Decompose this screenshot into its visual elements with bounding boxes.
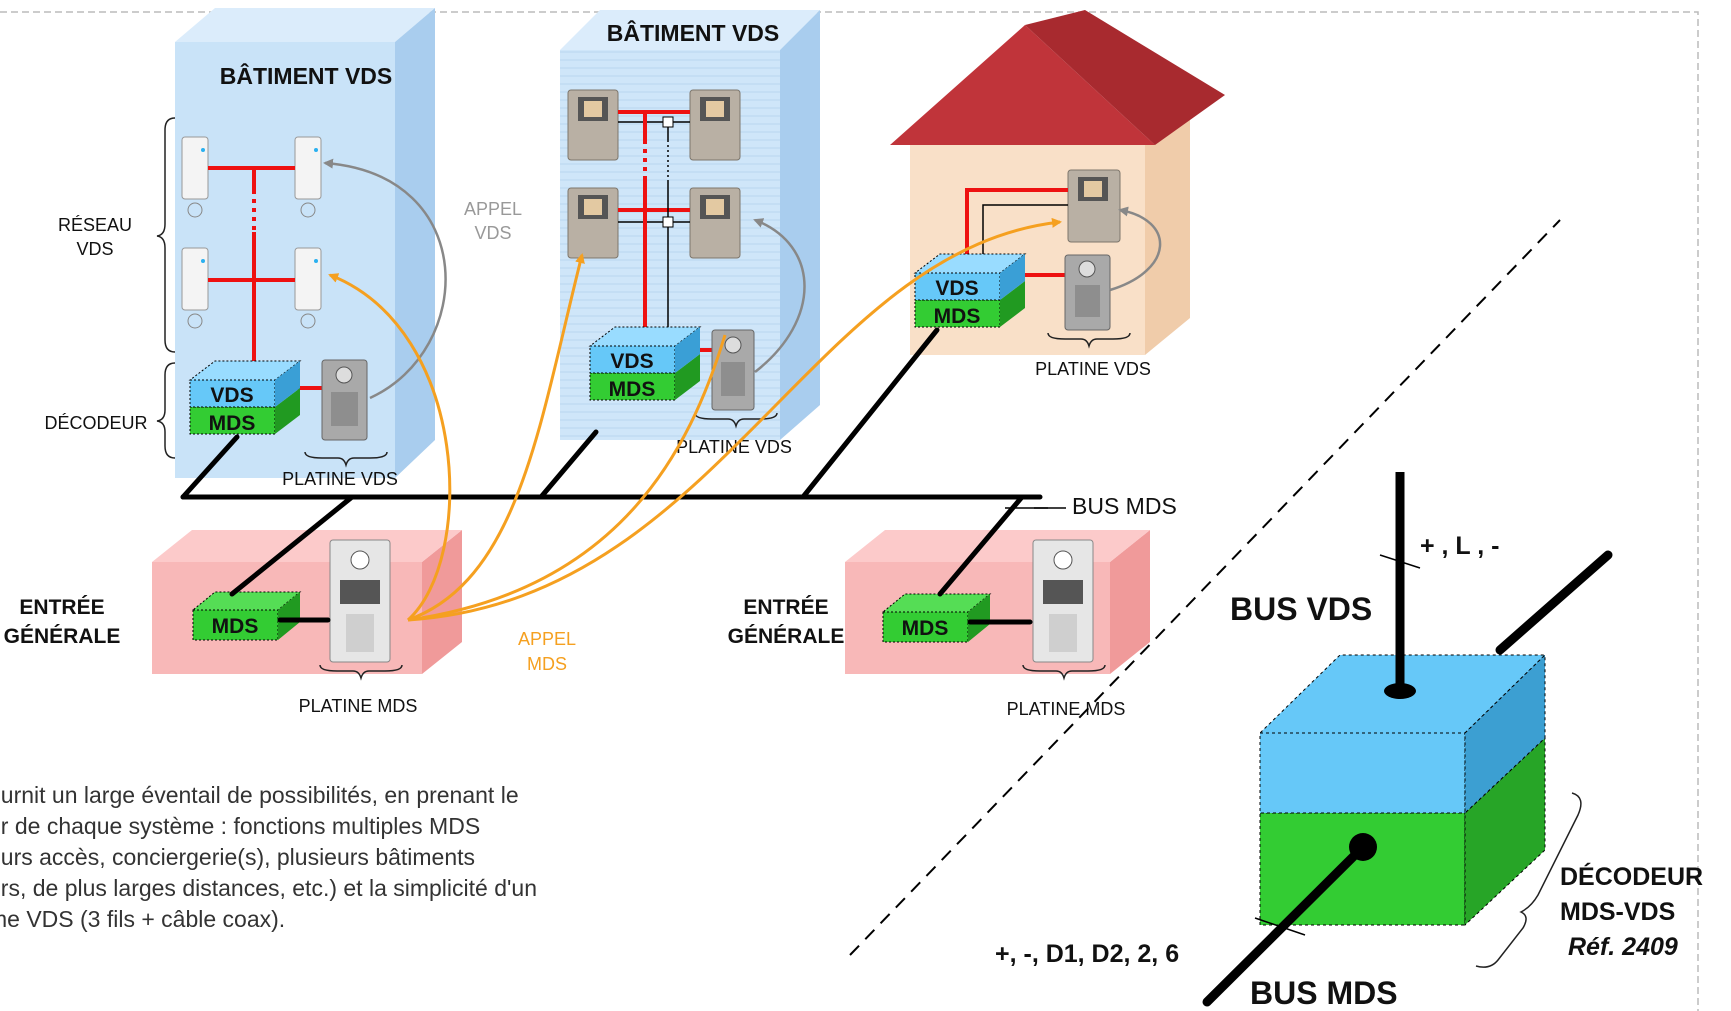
bus-mds-connector — [1349, 833, 1377, 861]
decoder-middle-mds-label: MDS — [609, 378, 656, 401]
network-brace — [156, 117, 176, 353]
entrance-left-line1: ENTRÉE — [19, 596, 104, 619]
platine-brace — [694, 412, 778, 429]
door-panel-icon — [1032, 539, 1094, 663]
frame-border — [0, 11, 1699, 1011]
call-mds-label-line2: MDS — [527, 654, 567, 674]
bus-mds-tick-large — [1254, 917, 1306, 936]
bus-vds-big-label: BUS VDS — [1230, 591, 1372, 627]
handset-icon — [294, 136, 322, 218]
entrance-right-platine-label: PLATINE MDS — [1007, 699, 1126, 719]
decoder-middle — [588, 326, 702, 401]
description-line: me VDS (3 fils + câble coax). — [0, 906, 286, 932]
decoder-left-mds-label: MDS — [209, 412, 256, 435]
decoder-ref-label: Réf. 2409 — [1568, 933, 1678, 961]
decoder-house — [913, 253, 1027, 328]
decoder-house-mds-label: MDS — [934, 305, 981, 328]
video-monitor-icon — [689, 89, 741, 161]
door-panel-icon — [1064, 254, 1111, 331]
decoder-house-vds-label: VDS — [935, 277, 978, 300]
entrance-right — [845, 530, 1150, 674]
description-line: ournit un large éventail de possibilités… — [0, 782, 519, 808]
mds-bus — [180, 327, 1043, 625]
network-label-line1: RÉSEAU — [58, 215, 132, 235]
video-monitor-icon — [1067, 169, 1121, 243]
decoder-mds-vds-large — [1258, 550, 1613, 927]
platine-brace — [304, 451, 388, 468]
handset-icon — [181, 136, 209, 218]
call-vds-label-line1: APPEL — [464, 199, 522, 219]
call-vds-arrow — [323, 158, 447, 400]
door-panel-icon — [329, 539, 391, 663]
decoder-left-vds-label: VDS — [210, 384, 253, 407]
building-middle-title: BÂTIMENT VDS — [607, 19, 780, 46]
vds-network-wiring — [618, 110, 712, 352]
vds-wires-label: + , L , - — [1420, 532, 1499, 560]
call-mds-label-line1: APPEL — [518, 629, 576, 649]
video-monitor-icon — [567, 187, 619, 259]
entrance-left-mds-label: MDS — [212, 615, 259, 638]
decoder-middle-vds-label: VDS — [610, 350, 653, 373]
description-line: ur de chaque système : fonctions multipl… — [0, 813, 481, 839]
house-platine-label: PLATINE VDS — [1035, 359, 1151, 379]
call-vds-arrow — [1109, 206, 1162, 292]
platine-brace — [319, 664, 403, 681]
divider-line — [849, 219, 1561, 956]
decoder-entrance-right — [881, 593, 992, 643]
decoder-big-line1: DÉCODEUR — [1560, 862, 1703, 891]
building-left-title: BÂTIMENT VDS — [220, 62, 393, 89]
platine-brace — [1047, 332, 1131, 349]
description-text: ournit un large éventail de possibilités… — [0, 780, 778, 935]
bus-mds-label: BUS MDS — [1072, 493, 1177, 519]
decoder-side-label: DÉCODEUR — [44, 413, 147, 433]
bus-vds-connector — [1384, 683, 1416, 699]
video-monitor-icon — [567, 89, 619, 161]
entrance-left-line2: GÉNÉRALE — [4, 625, 121, 648]
description-line: eurs accès, conciergerie(s), plusieurs b… — [0, 844, 476, 870]
decoder-left — [188, 360, 302, 435]
bus-vds-tick — [1379, 554, 1421, 569]
call-mds-arrows — [328, 217, 1062, 622]
decoder-large-brace — [1475, 792, 1582, 968]
entrance-right-mds-label: MDS — [902, 617, 949, 640]
door-panel-icon — [321, 359, 368, 441]
platine-brace — [1022, 664, 1106, 681]
door-panel-icon — [711, 329, 755, 411]
handset-icon — [294, 247, 322, 329]
call-vds-label-line2: VDS — [474, 223, 511, 243]
bus-mds-big-label: BUS MDS — [1250, 975, 1398, 1011]
building-left-platine-label: PLATINE VDS — [282, 469, 398, 489]
decoder-big-line2: MDS-VDS — [1560, 898, 1675, 926]
bus-mds-cable — [1202, 842, 1368, 1007]
decoder-entrance-left — [191, 591, 302, 641]
network-label-line2: VDS — [76, 239, 113, 259]
entrance-left-platine-label: PLATINE MDS — [299, 696, 418, 716]
entrance-right-line2: GÉNÉRALE — [728, 625, 845, 648]
description-line: urs, de plus larges distances, etc.) et … — [0, 875, 537, 901]
call-vds-arrow — [753, 218, 806, 373]
mds-wires-label: +, -, D1, D2, 2, 6 — [995, 940, 1179, 968]
entrance-left — [152, 530, 462, 674]
decoder-brace — [156, 362, 176, 459]
entrance-right-line1: ENTRÉE — [743, 596, 828, 619]
video-monitor-icon — [689, 187, 741, 259]
